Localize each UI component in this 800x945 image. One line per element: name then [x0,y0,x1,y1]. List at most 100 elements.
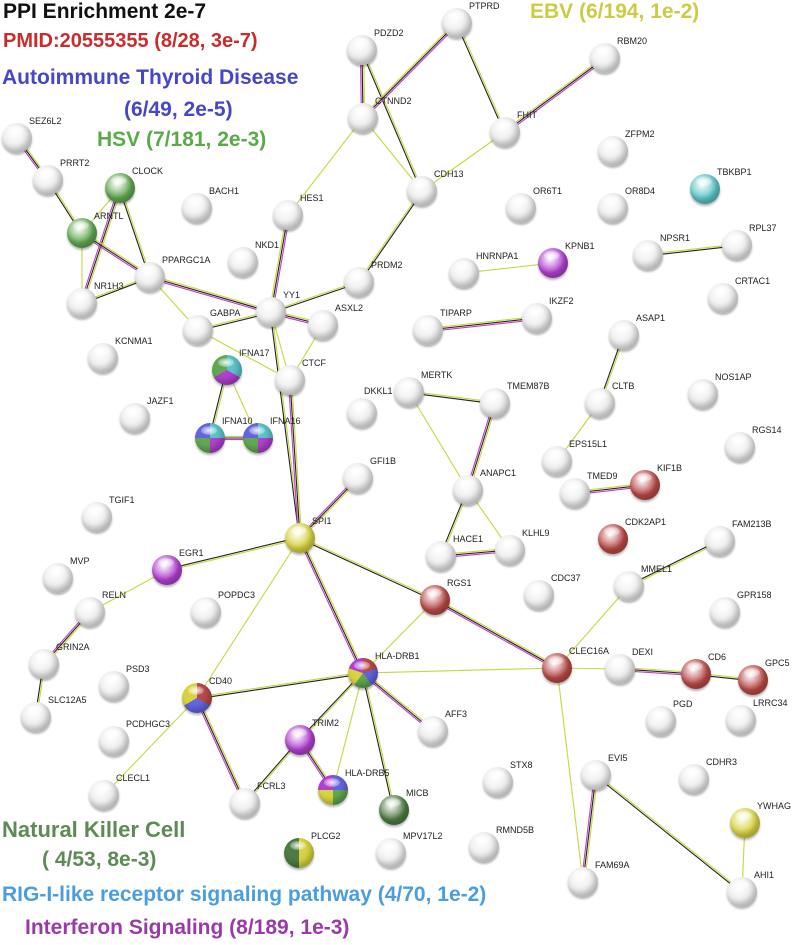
edge-FHIT-CDH13[interactable] [421,131,506,192]
protein-node-ctnnd2[interactable] [348,103,378,133]
protein-node-cd40[interactable] [182,683,212,713]
edge-CD40-CLECL1[interactable] [103,697,198,796]
edge-CTCF-SPI1[interactable] [287,379,303,539]
protein-node-spi1[interactable] [285,523,315,553]
protein-node-jazf1[interactable] [120,403,150,433]
protein-node-tmem87b[interactable] [480,388,510,418]
protein-node-yy1[interactable] [256,297,286,327]
edge-PDZD2-CDH13[interactable] [360,49,424,192]
edge-SPI1-EGR1[interactable] [166,536,301,572]
protein-node-asxl2[interactable] [308,310,338,340]
protein-node-rmnd5b[interactable] [469,832,499,862]
protein-node-ywhag[interactable] [730,808,760,838]
protein-node-hnrnpa1[interactable] [449,258,479,288]
protein-node-pdzd2[interactable] [347,35,377,65]
protein-node-klhl9[interactable] [495,535,525,565]
protein-node-gpr158[interactable] [710,597,740,627]
protein-node-slc12a5[interactable] [21,702,51,732]
protein-node-mvp[interactable] [43,563,73,593]
protein-node-gfi1b[interactable] [343,463,373,493]
protein-node-fam213b[interactable] [705,526,735,556]
edge-MMEL1-CLEC16A[interactable] [556,585,630,669]
protein-node-micb[interactable] [379,795,409,825]
protein-node-ppargc1a[interactable] [135,262,165,292]
protein-node-psd3[interactable] [99,671,129,701]
protein-node-prrt2[interactable] [33,165,63,195]
protein-node-reln[interactable] [75,597,105,627]
protein-node-tbkbp1[interactable] [690,174,720,204]
edge-CLEC16A-FAM69A[interactable] [556,667,584,883]
edge-CTNND2-PTPRD[interactable] [361,21,459,120]
protein-node-dexi[interactable] [605,654,635,684]
edge-SPI1-HLA-DRB1[interactable] [298,537,365,674]
protein-node-aff3[interactable] [418,716,448,746]
protein-node-cdk2ap1[interactable] [598,524,628,554]
protein-node-plcg2[interactable] [284,838,314,868]
protein-node-ikzf2[interactable] [522,303,552,333]
protein-node-rpl37[interactable] [722,230,752,260]
protein-node-dkkl1[interactable] [347,398,377,428]
edge-EVI5-AHI1[interactable] [595,773,743,894]
protein-node-gabpa[interactable] [183,315,213,345]
protein-node-nkd1[interactable] [228,247,258,277]
edge-CD40-FCRL3[interactable] [195,697,247,804]
edge-FHIT-RBM20[interactable] [503,56,607,134]
protein-node-cdh13[interactable] [407,176,437,206]
edge-RGS1-CLEC16A[interactable] [433,598,559,670]
protein-node-egr1[interactable] [152,555,182,585]
protein-node-tiparp[interactable] [413,315,443,345]
protein-node-mpv17l2[interactable] [376,838,406,868]
protein-node-stx8[interactable] [483,767,513,797]
protein-node-cltb[interactable] [585,388,615,418]
edge-CD40-HLA-DRB1[interactable] [196,671,364,700]
protein-node-clecl1[interactable] [89,780,119,810]
protein-node-fam69a[interactable] [568,867,598,897]
protein-node-mertk[interactable] [394,377,424,407]
edge-YY1-HES1[interactable] [268,214,291,313]
protein-node-crtac1[interactable] [708,283,738,313]
protein-node-nr1h3[interactable] [67,288,97,318]
protein-node-or8d4[interactable] [598,193,628,223]
protein-node-pgd[interactable] [646,706,676,736]
edge-HLA-DRB1-MICB[interactable] [361,672,396,811]
protein-node-hla-drb1[interactable] [348,658,378,688]
protein-node-gpc5[interactable] [738,665,768,695]
edge-GABPA-CTCF[interactable] [197,329,291,381]
protein-node-cdhr3[interactable] [679,764,709,794]
protein-node-ifna10[interactable] [195,423,225,453]
protein-node-rgs14[interactable] [725,432,755,462]
protein-node-cdc37[interactable] [524,580,554,610]
protein-node-sez6l2[interactable] [2,123,32,153]
protein-node-kpnb1[interactable] [538,248,568,278]
protein-node-npsr1[interactable] [633,240,663,270]
protein-node-grin2a[interactable] [29,649,59,679]
edge-TIPARP-IKZF2[interactable] [427,315,538,333]
protein-node-lrrc34[interactable] [726,705,756,735]
protein-node-popdc3[interactable] [191,597,221,627]
protein-node-hla-drb5[interactable] [318,775,348,805]
protein-node-bach1[interactable] [182,193,212,223]
protein-node-kcnma1[interactable] [88,343,118,373]
edge-PRDM2-CDH13[interactable] [357,190,424,283]
protein-node-trim2[interactable] [285,725,315,755]
protein-node-rbm20[interactable] [590,43,620,73]
protein-node-cd6[interactable] [681,659,711,689]
protein-node-zfpm2[interactable] [598,136,628,166]
protein-node-ifna16[interactable] [243,423,273,453]
protein-node-prdm2[interactable] [344,267,374,297]
protein-node-fcrl3[interactable] [230,788,260,818]
protein-node-tgif1[interactable] [82,502,112,532]
protein-node-ptprd[interactable] [442,8,472,38]
protein-node-evi5[interactable] [581,760,611,790]
protein-node-hace1[interactable] [426,541,456,571]
edge-PTPRD-FHIT[interactable] [455,22,507,133]
edge-HLA-DRB1-HLA-DRB5[interactable] [332,672,364,791]
edge-EVI5-FAM69A[interactable] [580,774,599,883]
protein-node-hes1[interactable] [273,200,303,230]
protein-node-tmed9[interactable] [560,478,590,508]
protein-node-asap1[interactable] [609,320,639,350]
protein-node-nos1ap[interactable] [688,379,718,409]
edge-PPARGC1A-YY1[interactable] [149,274,272,315]
protein-node-ifna17[interactable] [212,355,242,385]
edge-SPI1-CD40[interactable] [196,537,301,699]
